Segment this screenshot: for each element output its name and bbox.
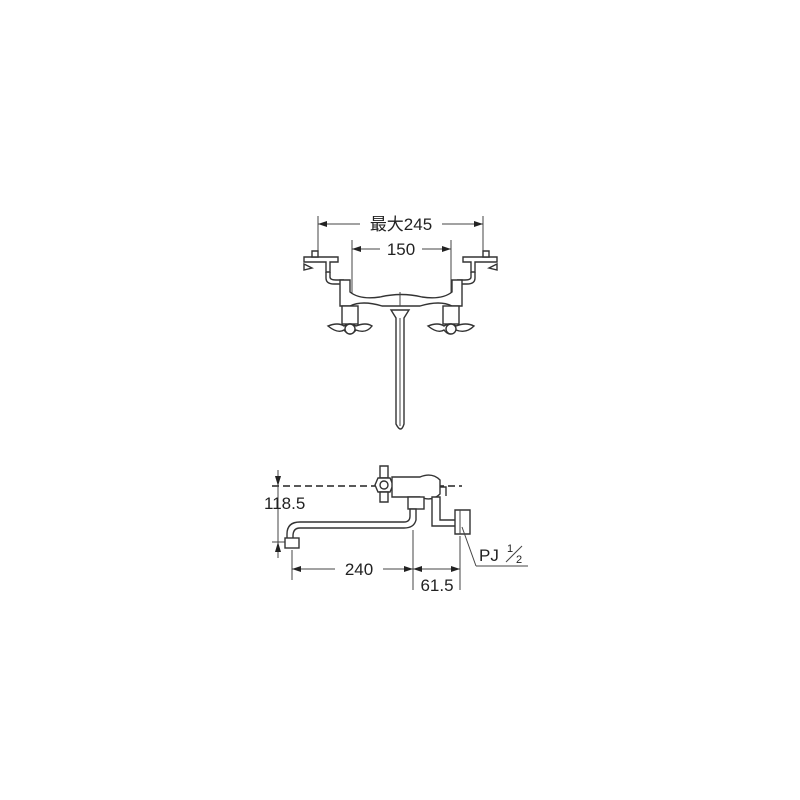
pipe-thread-prefix: PJ: [479, 546, 499, 565]
right-handle: [426, 323, 476, 335]
side-view: 118.5: [264, 465, 528, 595]
max-width-label: 最大245: [370, 215, 432, 234]
wall-connection: [431, 496, 471, 535]
height-label: 118.5: [264, 494, 305, 513]
mixer-body: [339, 279, 463, 325]
left-wall-flange: [303, 250, 344, 285]
offset-label: 61.5: [420, 576, 453, 595]
side-body: [391, 474, 447, 510]
center-width-label: 150: [387, 240, 415, 259]
left-handle: [326, 323, 374, 335]
pipe-thread-callout: PJ 1 2: [461, 526, 528, 567]
spout-length-dimension: 240: [291, 530, 414, 590]
side-handle: [374, 465, 394, 503]
max-width-dimension: 最大245: [317, 215, 484, 255]
right-wall-flange: [457, 250, 498, 285]
front-spout: [389, 309, 411, 430]
offset-dimension: 61.5: [413, 536, 461, 595]
spout-length-label: 240: [345, 560, 373, 579]
center-width-dimension: 150: [351, 240, 452, 300]
side-spout: [284, 508, 417, 549]
front-view: 最大245 150: [303, 215, 498, 430]
pipe-thread-fraction-num: 1: [507, 543, 513, 555]
pipe-thread-fraction-den: 2: [516, 554, 522, 566]
height-dimension: 118.5: [264, 470, 305, 558]
